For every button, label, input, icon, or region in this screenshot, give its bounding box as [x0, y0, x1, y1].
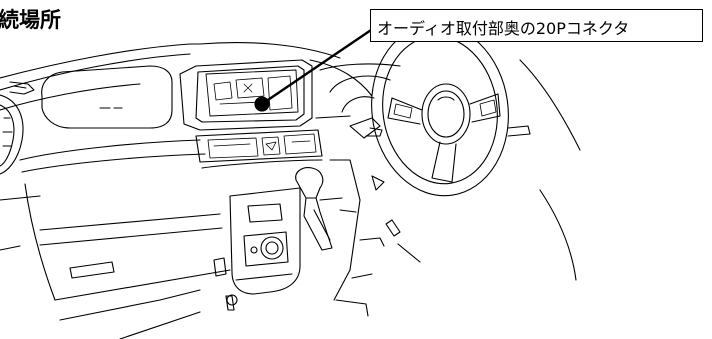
glovebox: [19, 139, 231, 301]
right-dash-edge: [519, 59, 581, 281]
dashboard-top-outline: [0, 41, 373, 111]
audio-unit: [179, 59, 313, 131]
callout-leader-line: [260, 26, 376, 106]
steering-column: [329, 159, 385, 317]
steering-wheel: [371, 23, 509, 197]
diagram-title-fragment: 続場所: [0, 8, 61, 32]
center-console: [201, 159, 323, 311]
callout-label: オーディオ取付部奥の20Pコネクタ: [377, 19, 630, 38]
instrument-cluster: [315, 63, 401, 201]
floor-lines: [0, 195, 201, 339]
left-vent: [0, 94, 24, 175]
left-side-vent-small: [9, 81, 35, 95]
hvac-control-panel: [195, 129, 323, 163]
shift-lever: [295, 167, 333, 251]
wiper-stalk: [365, 125, 531, 137]
pedals: [351, 219, 421, 279]
passenger-dash-panel: [41, 65, 173, 129]
callout-box: オーディオ取付部奥の20Pコネクタ: [370, 9, 703, 42]
